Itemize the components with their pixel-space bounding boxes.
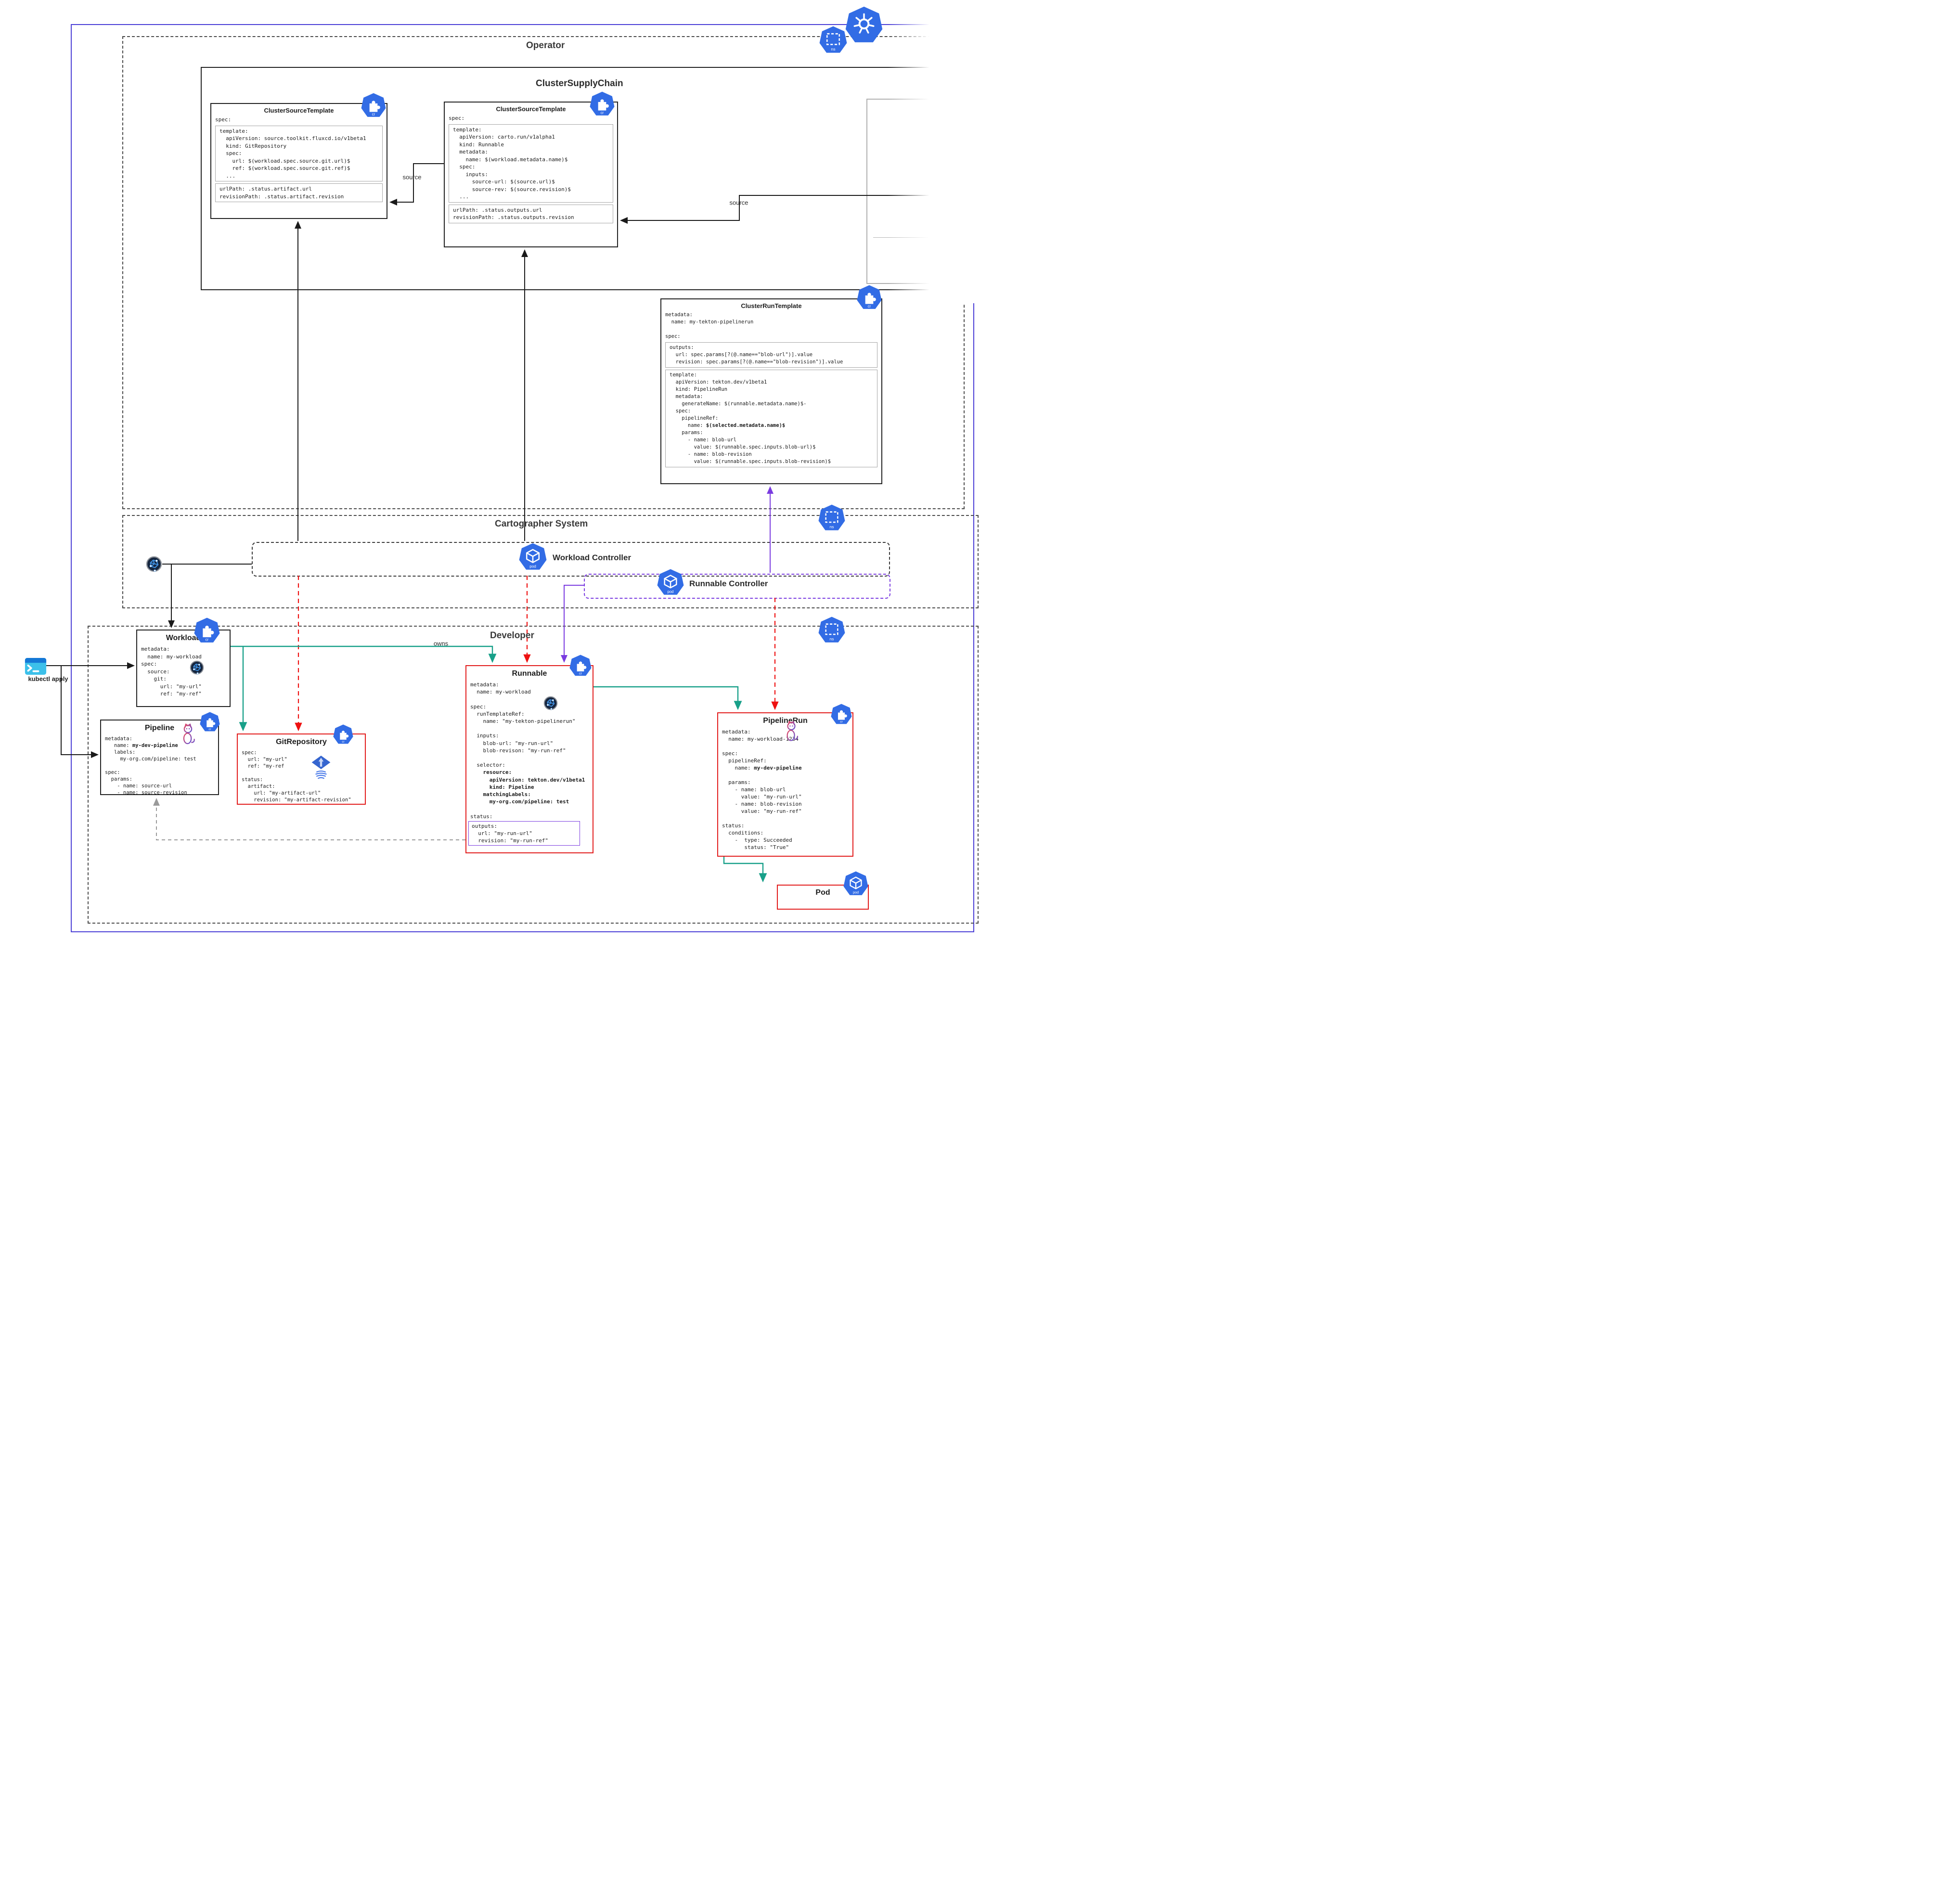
svg-text:cr: cr (840, 720, 843, 724)
workload-controller-bar (252, 542, 890, 577)
cst1-template-section: template: apiVersion: source.toolkit.flu… (215, 125, 383, 181)
region-cartographer-label: Cartographer System (495, 519, 588, 529)
partial-box-divider (873, 237, 980, 238)
pipelinerun-yaml: metadata: name: my-workload-1234 spec: p… (722, 729, 802, 850)
kubernetes-icon (845, 6, 883, 44)
cst2-spec: spec: (449, 115, 465, 121)
runnable-box: Runnable metadata: name: my-workload spe… (465, 665, 593, 853)
crt-head: metadata: name: my-tekton-pipelinerun sp… (665, 312, 754, 339)
runnable-controller-bar (584, 574, 890, 599)
pod-icon: pod (519, 542, 547, 572)
crt-title: ClusterRunTemplate (741, 302, 802, 309)
pod-icon: pod (657, 568, 684, 597)
supply-chain-title: ClusterSupplyChain (536, 78, 623, 89)
cluster-boundary (71, 24, 974, 932)
svg-text:ns: ns (830, 636, 834, 641)
cluster-source-template-1: ClusterSourceTemplate spec: template: ap… (210, 103, 387, 219)
pod-title: Pod (815, 888, 830, 897)
svg-text:cr: cr (868, 304, 871, 309)
crd-icon: cr (831, 704, 852, 725)
gitrepository-title: GitRepository (276, 738, 327, 746)
cluster-run-template: ClusterRunTemplate metadata: name: my-te… (660, 298, 882, 484)
namespace-icon: ns (819, 26, 847, 54)
svg-text:ns: ns (830, 524, 834, 529)
gitrepository-yaml: spec: url: "my-url" ref: "my-ref status:… (242, 750, 351, 803)
flux-icon (310, 755, 332, 785)
region-cartographer-system (122, 515, 979, 608)
edge-label-owns: owns (433, 640, 449, 647)
kubectl-apply-label: kubectl apply (28, 675, 68, 682)
edge-label-source: source (402, 173, 422, 181)
workload-controller-label: Workload Controller (553, 553, 632, 562)
runnable-title: Runnable (512, 669, 547, 678)
crd-icon: cr (194, 617, 220, 643)
namespace-icon: ns (818, 504, 845, 532)
edge-label-source: source (729, 199, 748, 206)
region-operator-label: Operator (526, 40, 565, 51)
diagram-canvas: Operator Cartographer System Developer C… (0, 0, 980, 946)
partial-template-box (866, 99, 980, 284)
cartographer-globe-icon (543, 696, 558, 710)
runnable-outputs-box: outputs: url: "my-run-url" revision: "my… (468, 821, 580, 846)
svg-text:ns: ns (831, 47, 836, 51)
pipeline-yaml: metadata: name: my-dev-pipeline labels: … (105, 736, 196, 796)
crt-outputs-section: outputs: url: spec.params[?(@.name=="blo… (665, 342, 877, 368)
region-developer-label: Developer (490, 630, 534, 641)
svg-text:pod: pod (667, 590, 673, 594)
pipeline-box: Pipeline metadata: name: my-dev-pipeline… (100, 720, 219, 796)
svg-text:cr: cr (372, 112, 375, 116)
namespace-icon: ns (818, 616, 845, 644)
pipeline-title: Pipeline (144, 724, 175, 732)
crt-template-section: template: apiVersion: tekton.dev/v1beta1… (665, 370, 877, 467)
runnable-yaml: metadata: name: my-workload spec: runTem… (470, 682, 585, 820)
cst2-title: ClusterSourceTemplate (496, 105, 566, 113)
kubectl-terminal-icon (25, 657, 47, 675)
pipelinerun-box: PipelineRun metadata: name: my-workload-… (717, 712, 853, 857)
crd-icon: cr (590, 91, 615, 116)
svg-text:cr: cr (208, 728, 211, 731)
runnable-controller-label: Runnable Controller (689, 579, 768, 588)
crd-icon: cr (857, 285, 882, 310)
cst2-template-section: template: apiVersion: carto.run/v1alpha1… (449, 124, 613, 203)
workload-title: Workload (166, 634, 201, 642)
svg-text:cr: cr (342, 740, 344, 744)
svg-text:cr: cr (579, 672, 582, 675)
pod-icon: pod (843, 870, 868, 897)
svg-text:pod: pod (529, 565, 536, 569)
tekton-cat-icon (781, 718, 802, 742)
cluster-source-template-2: ClusterSourceTemplate spec: template: ap… (444, 102, 618, 247)
tekton-cat-icon (177, 721, 199, 745)
crd-icon: cr (361, 93, 386, 118)
pipelinerun-title: PipelineRun (763, 717, 808, 725)
cartographer-globe-icon (146, 556, 162, 572)
crd-icon: cr (200, 712, 220, 732)
cartographer-globe-icon (190, 660, 204, 675)
svg-text:pod: pod (853, 890, 859, 894)
cst1-title: ClusterSourceTemplate (264, 107, 334, 114)
svg-text:cr: cr (206, 638, 209, 642)
cst1-spec: spec: (215, 116, 232, 123)
crd-icon: cr (569, 655, 592, 677)
svg-text:cr: cr (601, 111, 604, 115)
region-developer (88, 626, 979, 924)
crd-icon: cr (333, 724, 353, 745)
